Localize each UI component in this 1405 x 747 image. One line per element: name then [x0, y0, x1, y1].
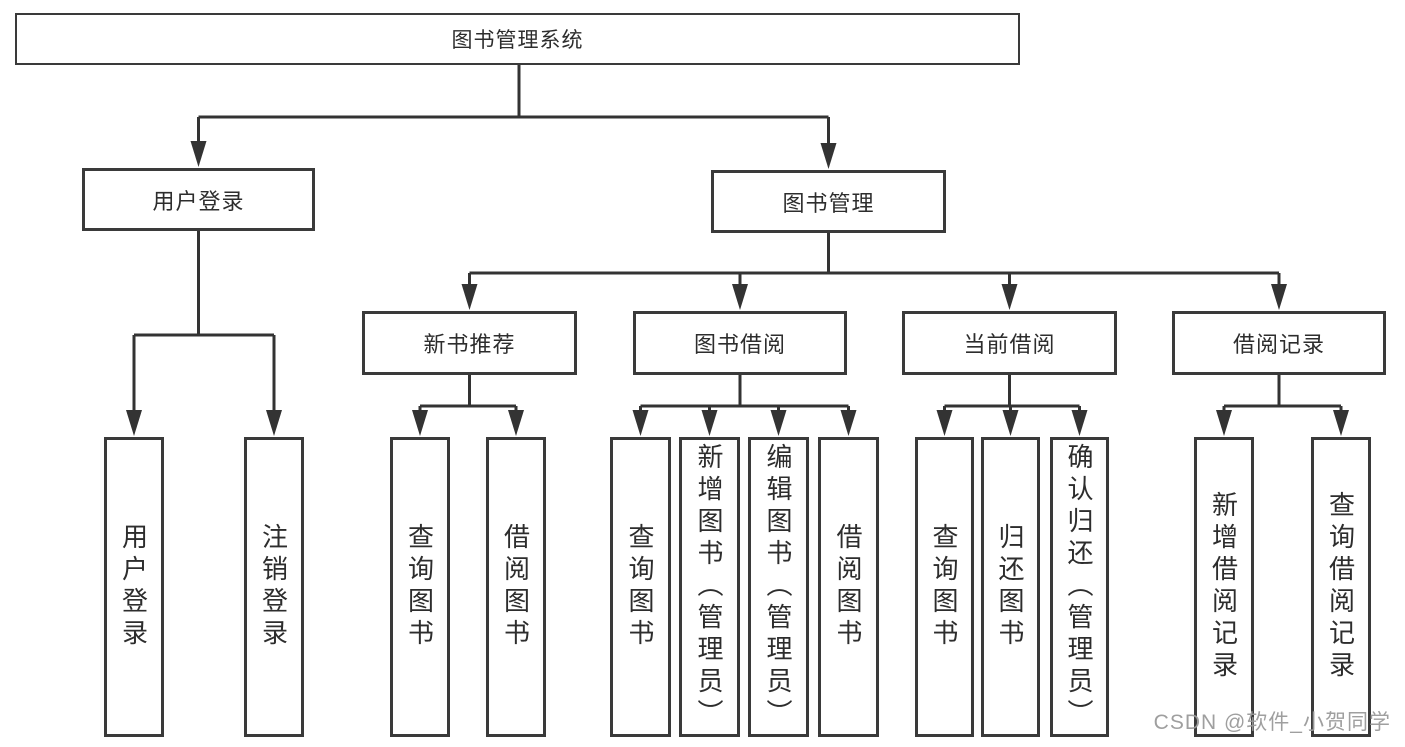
- arrow-down-icon: [412, 410, 428, 436]
- node-current-borrowing: 当前借阅: [902, 311, 1117, 375]
- node-borrow-books-leaf: 借阅图书: [818, 437, 879, 737]
- node-return-books: 归还图书: [981, 437, 1040, 737]
- node-query-books-borrowing: 查询图书: [610, 437, 671, 737]
- arrow-down-icon: [820, 143, 837, 169]
- arrow-down-icon: [1271, 284, 1287, 310]
- node-logout: 注销登录: [244, 437, 304, 737]
- node-query-books-current: 查询图书: [915, 437, 974, 737]
- node-borrow-books-recommend: 借阅图书: [486, 437, 546, 737]
- node-user-login-leaf: 用户登录: [104, 437, 164, 737]
- node-query-books-recommend: 查询图书: [390, 437, 450, 737]
- arrow-down-icon: [266, 410, 282, 436]
- csdn-watermark: CSDN @软件_小贺同学: [1153, 711, 1391, 734]
- node-new-book-recommendation: 新书推荐: [362, 311, 577, 375]
- arrow-down-icon: [840, 410, 857, 436]
- node-borrowing-records: 借阅记录: [1172, 311, 1386, 375]
- arrow-down-icon: [1071, 410, 1088, 436]
- arrow-down-icon: [461, 284, 478, 310]
- arrow-down-icon: [770, 410, 787, 436]
- node-book-management: 图书管理: [711, 170, 946, 233]
- node-library-management-system: 图书管理系统: [15, 13, 1020, 65]
- node-query-borrow-record: 查询借阅记录: [1311, 437, 1371, 737]
- arrow-down-icon: [1216, 410, 1232, 436]
- arrow-down-icon: [126, 410, 142, 436]
- arrow-down-icon: [732, 284, 748, 310]
- node-add-books-admin: 新增图书（管理员）: [679, 437, 740, 737]
- node-edit-books-admin: 编辑图书（管理员）: [748, 437, 809, 737]
- node-book-borrowing: 图书借阅: [633, 311, 847, 375]
- arrow-down-icon: [701, 410, 718, 436]
- arrow-down-icon: [190, 141, 207, 167]
- node-user-login: 用户登录: [82, 168, 315, 231]
- arrow-down-icon: [632, 410, 649, 436]
- arrow-down-icon: [1001, 284, 1018, 310]
- arrow-down-icon: [508, 410, 524, 436]
- arrow-down-icon: [936, 410, 953, 436]
- arrow-down-icon: [1002, 410, 1019, 436]
- node-confirm-return-admin: 确认归还（管理员）: [1050, 437, 1109, 737]
- node-add-borrow-record: 新增借阅记录: [1194, 437, 1254, 737]
- arrow-down-icon: [1333, 410, 1349, 436]
